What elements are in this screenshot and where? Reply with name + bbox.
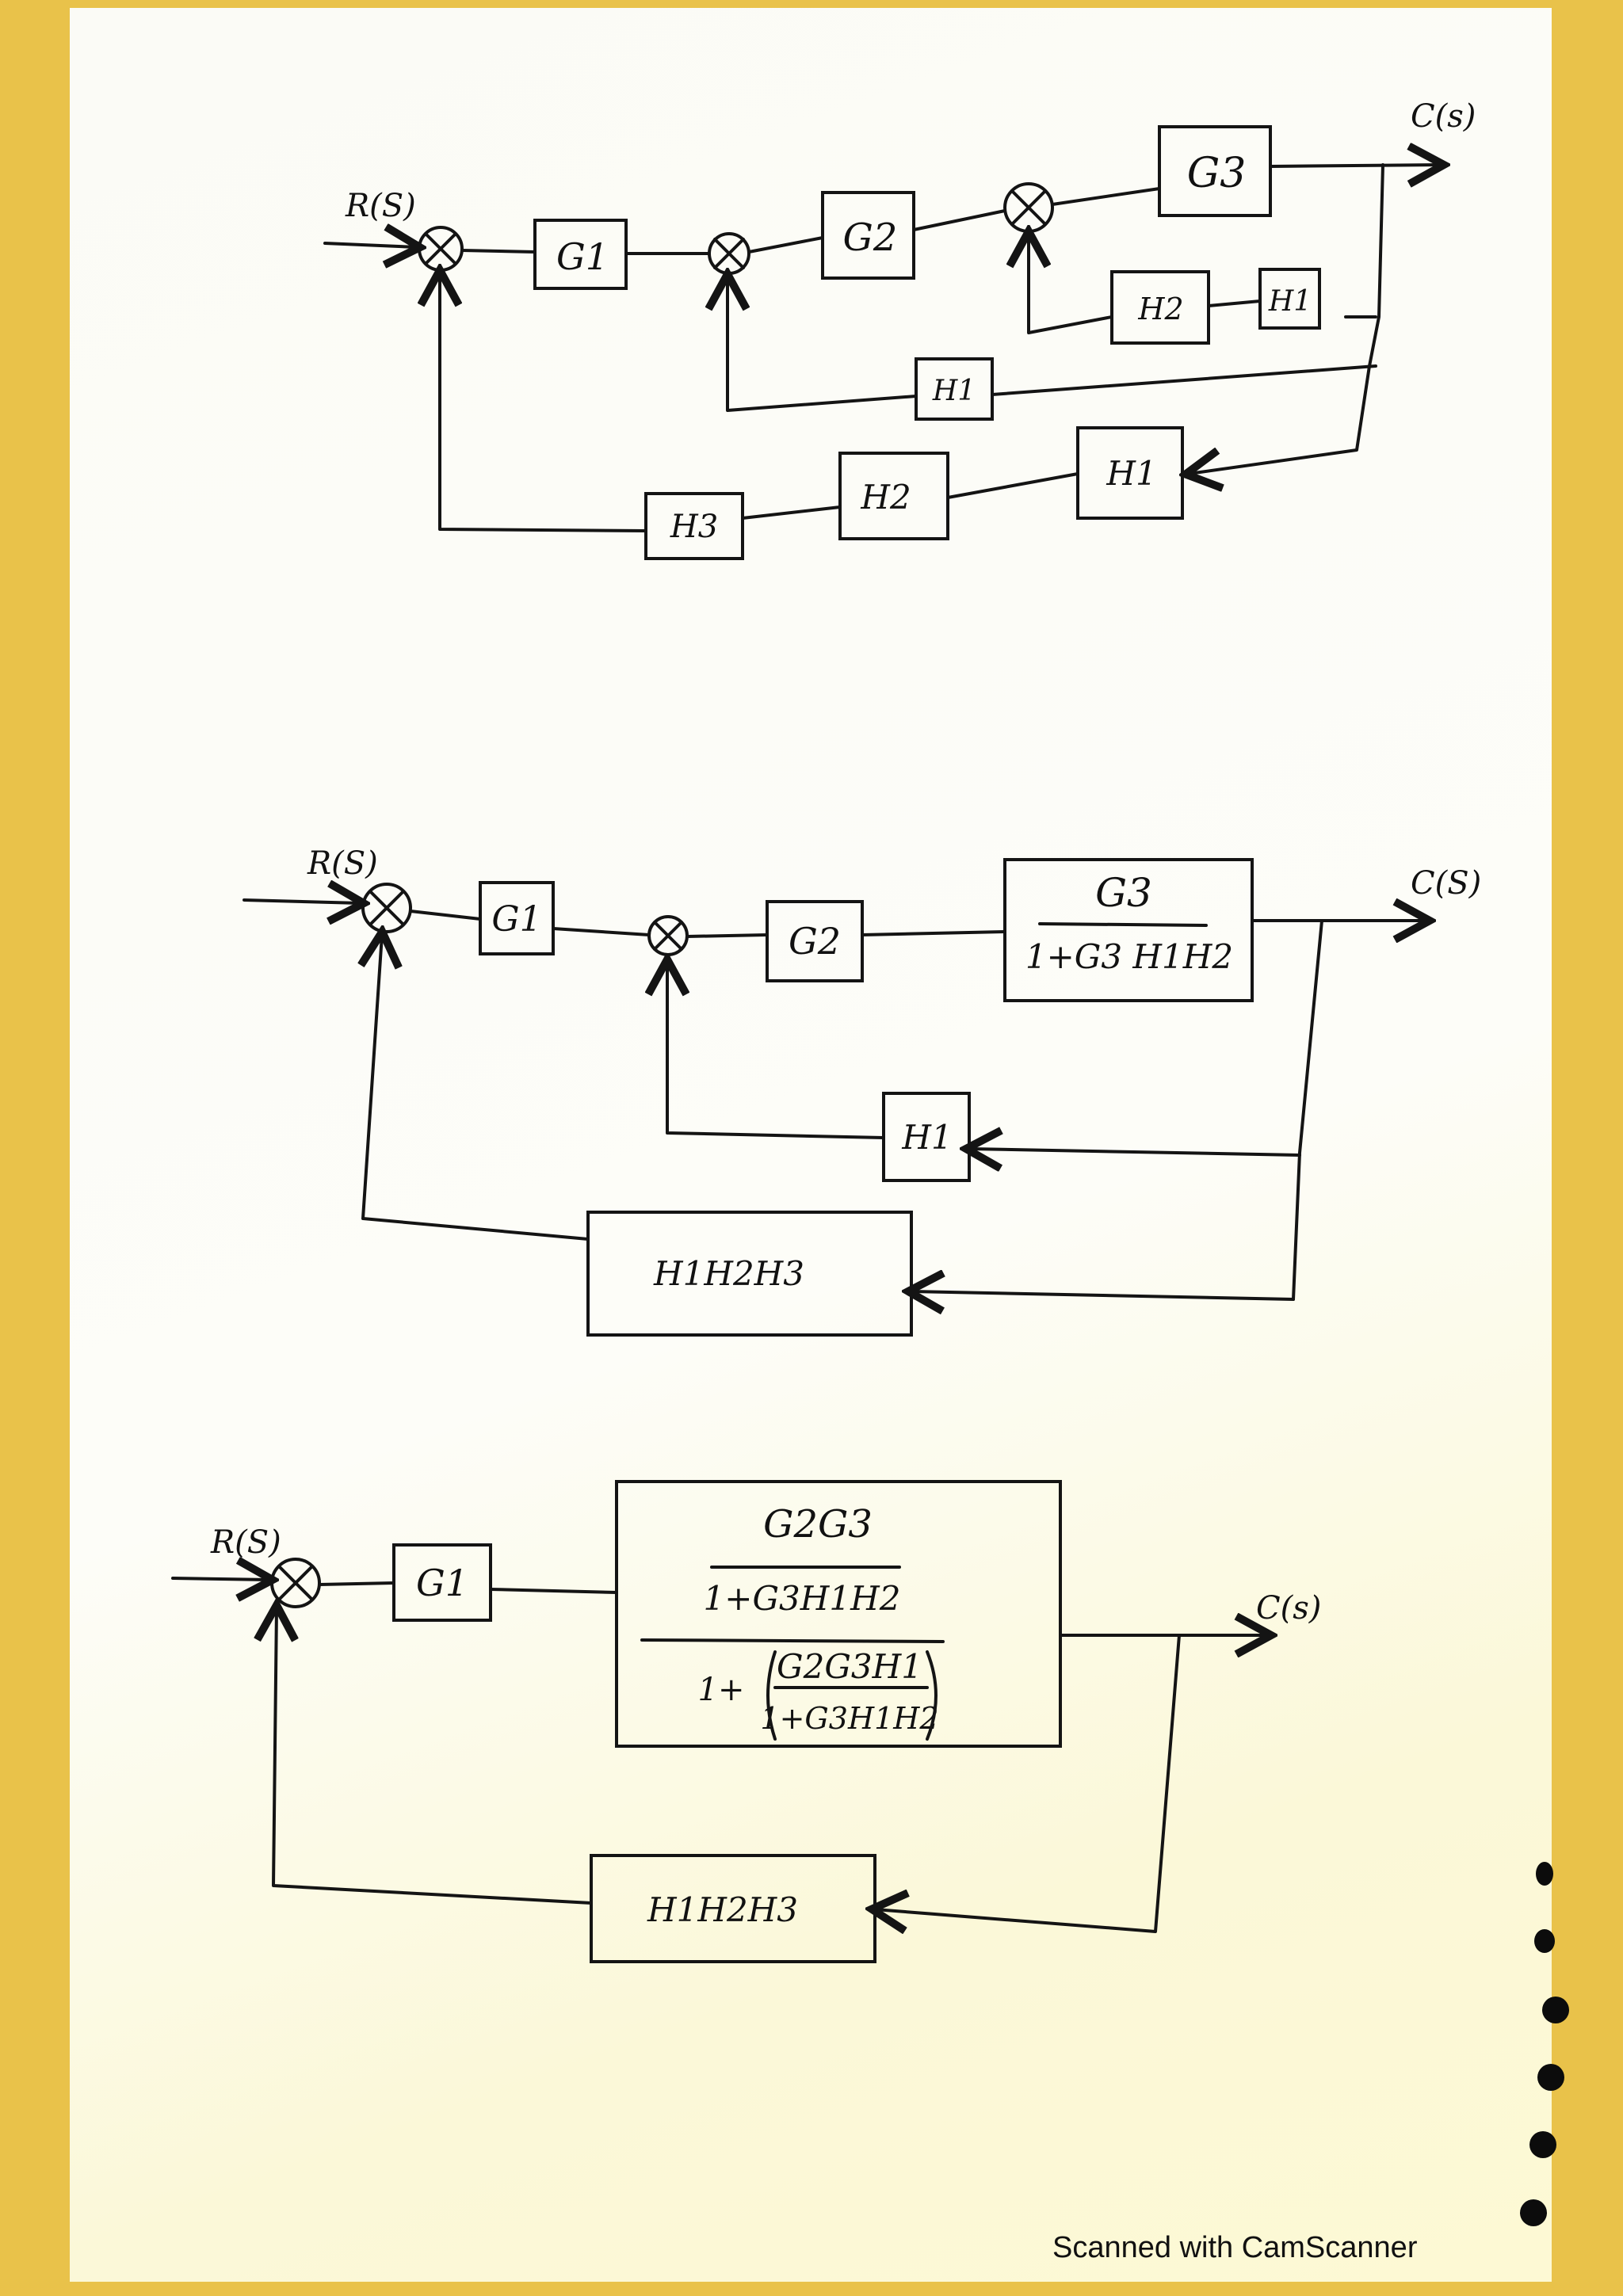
d3-summing-junction [270,1558,321,1608]
binding-hole [1529,2131,1556,2158]
d1-h1-inner-block [1258,268,1321,330]
binding-hole [1536,1862,1553,1886]
d3-denominator-bottom: 1+G3H1H2 [760,1701,938,1736]
d1-g1-text: G1 [556,235,609,278]
d1-h3-out-text: H3 [670,509,718,545]
d1-g2-block [821,191,915,280]
d3-right-paren [926,1650,938,1741]
d1-g3-text: G3 [1187,150,1247,197]
d2-h1-text: H1 [901,1118,952,1157]
d1-h2-out-text: H2 [860,478,911,517]
d1-h1-inner-text: H1 [1268,285,1312,318]
d1-signal-lines [323,165,1441,532]
d1-output-label: C(s) [1411,98,1476,135]
d2-fraction-bar [1038,922,1208,927]
d1-summing-junction-2 [708,232,750,275]
d2-g2-text: G2 [789,920,841,963]
d3-numerator-top: G2G3 [763,1502,873,1547]
d2-output-label: C(S) [1411,865,1481,902]
d1-h1-mid-block [915,357,994,421]
d3-left-paren [766,1650,777,1741]
d3-numerator-bottom: 1+G3H1H2 [704,1579,901,1618]
diagram-2: R(S) C(S) G1 G2 G3 1+G3 H1H2 H1 H1H2H3 [242,845,1481,1337]
d3-signal-lines [171,1578,1268,1932]
d2-summing-junction-2 [647,915,689,956]
d1-g2-text: G2 [843,215,898,260]
d3-output-label: C(s) [1256,1590,1321,1627]
d1-h3-out-block [644,492,744,560]
d3-main-fraction-bar [640,1638,945,1643]
d1-summing-junction-3 [1003,182,1054,233]
scanner-watermark: Scanned with CamScanner [1052,2231,1418,2264]
d1-input-label: R(S) [345,188,416,224]
d2-h1h2h3-text: H1H2H3 [653,1254,804,1293]
d2-g3-denominator: 1+G3 H1H2 [1025,937,1233,976]
d2-g1-text: G1 [491,899,541,940]
d3-denominator-prefix: 1+ [698,1672,745,1708]
d2-summing-junction-1 [361,883,412,933]
d3-g1-text: G1 [416,1562,468,1604]
d3-forward-path-block [615,1480,1062,1748]
d1-h2-inner-text: H2 [1137,292,1183,326]
binding-hole [1520,2199,1547,2226]
d1-g3-block [1158,125,1272,217]
binding-hole [1542,1997,1569,2023]
d3-input-label: R(S) [210,1524,281,1561]
d2-g2-block [766,900,864,982]
d2-signal-lines [242,900,1426,1299]
binding-hole [1534,1929,1555,1953]
binding-hole [1537,2064,1564,2091]
d3-denominator-top: G2G3H1 [777,1647,922,1686]
scanned-page [70,8,1552,2282]
d3-h1h2h3-text: H1H2H3 [647,1890,798,1929]
diagram-1: R(S) C(s) G1 G2 G3 H2 H1 H1 H1 H2 [323,98,1476,560]
d2-g3-numerator: G3 [1095,870,1152,916]
d1-summing-junction-1 [418,226,464,272]
d2-input-label: R(S) [307,845,378,882]
diagram-3: R(S) C(s) G1 G2G3 1+G3H1H2 1+ G2G3H1 1+G… [171,1480,1321,1963]
d1-h1-mid-text: H1 [932,375,976,407]
d1-h1-out-text: H1 [1106,454,1156,493]
